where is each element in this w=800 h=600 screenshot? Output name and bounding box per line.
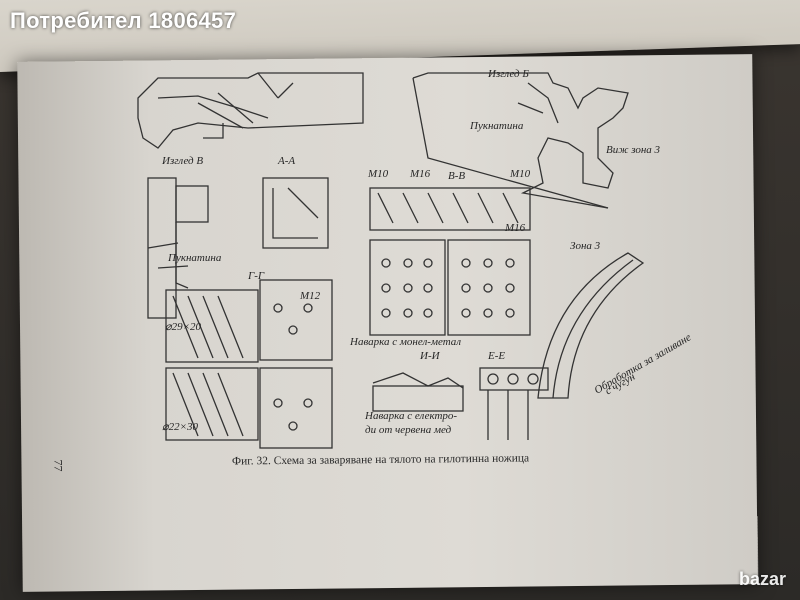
label-pukhnatina-top: Пукнатина xyxy=(470,120,524,132)
label-d29: ⌀29×20 xyxy=(165,321,202,333)
label-section-gg: Г-Г xyxy=(248,270,265,282)
label-navarka-elektro-1: Наварка с електро- xyxy=(365,410,458,422)
label-izgled-v: Изглед В xyxy=(162,155,204,167)
label-m10-a: М10 xyxy=(368,168,389,180)
user-watermark: Потребител 1806457 xyxy=(10,8,237,33)
label-izgled-b: Изглед Б xyxy=(488,68,529,80)
label-section-bb: В-В xyxy=(448,170,466,182)
technical-drawing xyxy=(137,72,645,449)
label-m16: М16 xyxy=(410,168,431,180)
label-pukhnatina-left: Пукнатина xyxy=(168,252,222,264)
label-m10-b: М10 xyxy=(510,168,531,180)
label-section-ii: И-И xyxy=(420,350,440,362)
label-navarka-elektro-2: ди от червена мед xyxy=(365,424,452,436)
label-navarka-monel: Наварка с монел-метал xyxy=(350,336,462,348)
label-m16-b: М16 xyxy=(505,222,526,234)
label-section-ee: Е-Е xyxy=(488,350,506,362)
label-viz-zona: Виж зона 3 xyxy=(606,144,661,156)
label-zona3: Зона 3 xyxy=(570,240,601,252)
label-m12: М12 xyxy=(300,290,321,302)
page-number: 77 xyxy=(51,459,66,472)
site-logo: bazar xyxy=(738,569,786,589)
label-section-aa: А-А xyxy=(278,155,296,167)
label-d22: ⌀22×30 xyxy=(162,421,199,433)
